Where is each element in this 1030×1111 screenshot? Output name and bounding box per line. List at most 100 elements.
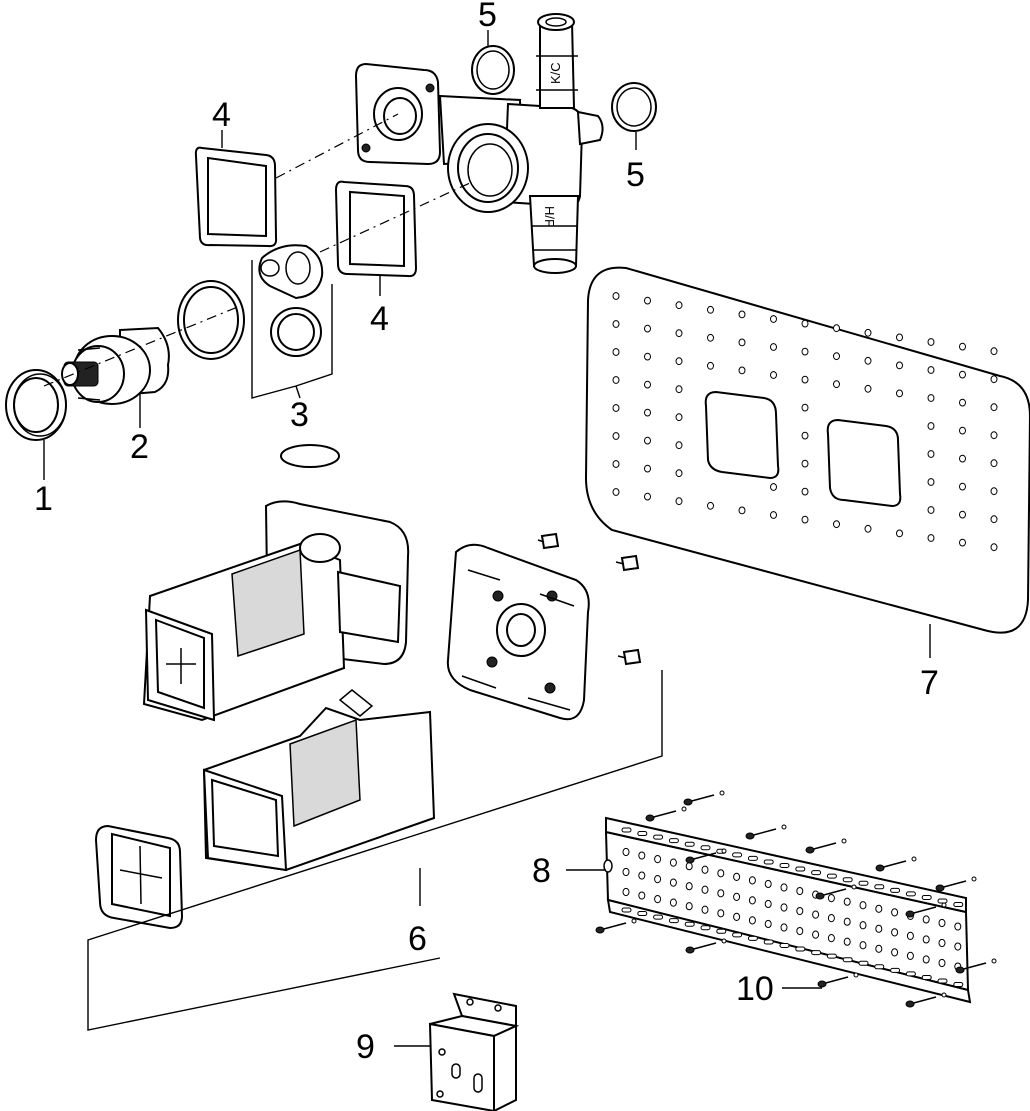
rail-hole [733,872,741,881]
screw-head [935,884,945,892]
rail-slot [747,935,758,941]
rail-slot [732,852,743,858]
rail-hole [891,928,899,937]
leader-lines [43,30,931,1047]
screw-anchor [941,902,947,908]
perforation-hole [738,506,746,515]
part-6-mounting-frame [446,543,590,721]
screw-anchor [991,958,997,964]
rail-hole [701,865,709,874]
screw-anchor [971,876,977,882]
perforation-hole [801,515,809,524]
perforation-hole [990,375,998,384]
part-8-mounting-rail [603,816,972,1004]
perforation-hole [675,441,683,450]
rail-slot [668,918,679,924]
perforation-hole [801,487,809,496]
callout-8: 8 [532,852,551,890]
callout-5-top: 5 [478,0,497,34]
rail-hole [906,951,914,961]
perforation-hole [707,333,714,342]
rail-slot [779,863,790,868]
rail-hole [669,858,677,867]
perforation-hole [927,534,935,542]
rail-slot [858,880,869,886]
rail-hole [638,851,646,860]
perforation-hole [801,459,809,468]
screw-anchor [681,806,687,812]
perforation-hole [864,524,872,533]
screw-head [685,946,695,954]
rail-slot [858,960,869,966]
perforation-hole [801,319,809,328]
rail-slot [842,877,853,883]
screw-head [685,856,695,864]
rail-hole [891,948,899,957]
perforation-hole [770,483,777,491]
callout-3: 3 [290,396,309,434]
rail-slot [826,873,837,879]
rail-hole [685,862,693,871]
perforation-hole [833,324,840,333]
perforation-hole [864,328,872,337]
part-3-seal-set [177,244,340,468]
rail-holes [621,827,964,988]
perforation-hole [864,384,872,393]
valve-cold-marking: K/C [548,62,563,84]
perforation-hole [675,385,683,394]
perforation-hole [833,520,840,529]
perforation-hole [707,501,714,510]
part-9-bracket [428,992,520,1111]
perforation-hole [707,361,714,370]
rail-slot [905,891,916,897]
perforation-hole [644,464,651,473]
rail-slot [874,964,885,970]
perforation-hole [959,482,966,491]
rail-slot [621,907,632,913]
screw-head [683,798,693,806]
rail-slot [653,834,664,840]
screw-head [745,832,755,840]
perforation-hole [896,529,903,538]
callout-9: 9 [356,1028,375,1066]
perforation-hole [770,371,777,379]
part-6-screws [537,532,642,666]
rail-slot [953,982,964,988]
rail-hole [938,958,946,968]
screw-anchor [841,838,847,844]
part-5-o-ring-right [611,82,657,132]
rail-hole [922,955,930,964]
rail-slot [700,845,711,851]
rail-hole [638,871,646,880]
rail-hole [780,923,788,932]
rail-hole [748,916,756,925]
rail-hole [922,915,930,924]
perforation-hole [959,538,966,547]
rail-hole [859,941,867,950]
rail-slot [890,967,901,973]
screw-head [905,1000,915,1008]
perforation-hole [801,431,809,440]
callout-labels: 1 2 3 4 4 5 5 6 7 8 9 10 [34,0,939,1066]
rail-slot [637,911,648,917]
part-2-cartridge [61,326,170,405]
perforation-hole [675,301,683,310]
screw-anchor [721,938,727,944]
perforation-hole [612,488,620,496]
perforation-hole [675,469,683,478]
part-6-mounting-box-lower [202,689,436,872]
rail-hole [717,909,725,918]
screw-anchor [631,918,637,924]
rail-slot [732,932,743,938]
rail-slot [621,827,632,833]
perforation-hole [801,347,809,356]
perforation-hole [738,338,746,347]
part-1-trim-ring [5,369,67,441]
rail-hole [827,914,835,923]
axis-lines [43,113,473,387]
rail-slot [921,974,932,980]
rail-hole [843,917,851,926]
perforation-hole [644,436,651,445]
screw-head [955,966,965,974]
